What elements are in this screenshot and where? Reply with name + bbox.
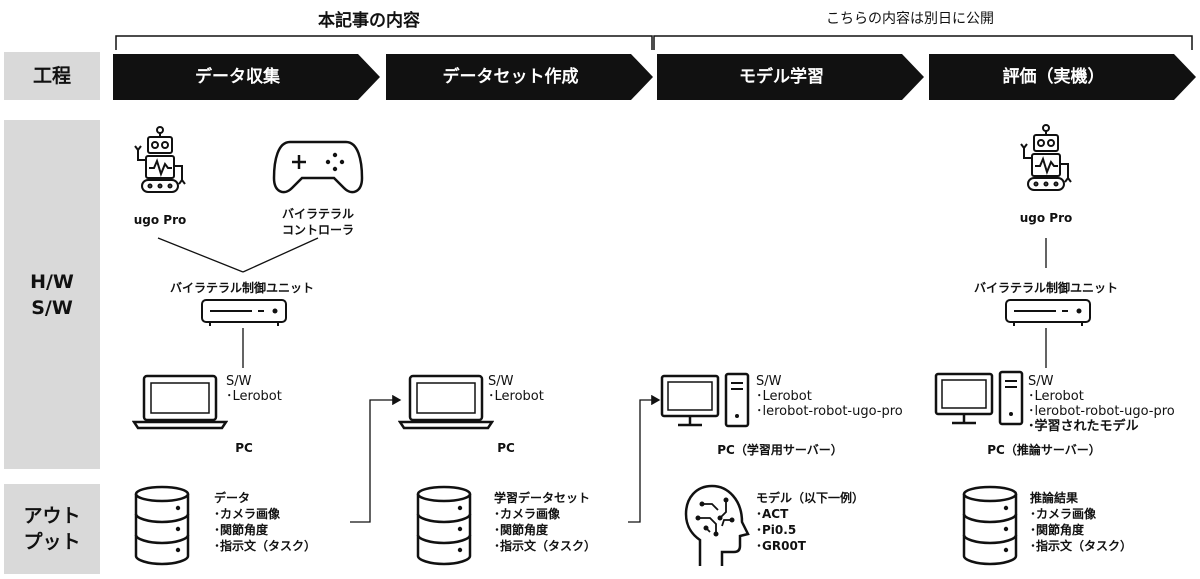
control-unit-icon	[201, 299, 287, 326]
control-unit-label: バイラテラル制御ユニット	[169, 281, 314, 295]
output-item: ･関節角度	[214, 523, 269, 537]
output-title: 推論結果	[1030, 491, 1079, 505]
output-item: ･関節角度	[494, 523, 549, 537]
sw-item-bold: ･学習されたモデル	[1028, 419, 1139, 434]
sw-item: ･Lerobot	[488, 389, 544, 404]
output-item: ･関節角度	[1030, 523, 1085, 537]
pc-label-3: PC（学習用サーバー）	[717, 443, 843, 457]
database-icon-2	[416, 485, 472, 566]
sw-block-3: S/W ･Lerobot ･lerobot-robot-ugo-pro	[756, 374, 903, 419]
header-this-article: 本記事の内容	[318, 11, 420, 31]
output-block-1: データ ･カメラ画像 ･関節角度 ･指示文（タスク）	[214, 490, 316, 554]
output-item: ･Pi0.5	[756, 523, 797, 537]
pc-label-2: PC	[497, 441, 515, 455]
output-item: ･カメラ画像	[214, 507, 281, 521]
robot-icon	[134, 126, 186, 193]
row-label-output-1: アウト	[23, 505, 81, 527]
desktop-pc-icon-2	[934, 370, 1024, 426]
sw-block-2: S/W ･Lerobot	[488, 374, 544, 404]
output-item: ･指示文（タスク）	[494, 539, 597, 553]
laptop-icon	[132, 374, 228, 430]
sw-item: ･lerobot-robot-ugo-pro	[756, 404, 903, 419]
stage-data-collection: データ収集	[113, 54, 380, 100]
output-title: データ	[214, 491, 251, 505]
database-icon	[134, 485, 190, 566]
stage-model-training: モデル学習	[657, 54, 924, 100]
ugo-pro-label: ugo Pro	[133, 213, 187, 227]
laptop-icon-2	[398, 374, 494, 430]
sw-item: ･Lerobot	[1028, 389, 1084, 404]
stage-dataset-creation: データセット作成	[386, 54, 653, 100]
output-item: ･カメラ画像	[1030, 507, 1097, 521]
output-title: モデル（以下一例）	[756, 491, 865, 505]
output-block-4: 推論結果 ･カメラ画像 ･関節角度 ･指示文（タスク）	[1030, 490, 1132, 554]
sw-title: S/W	[756, 374, 782, 389]
row-label-hw: H/W	[30, 270, 74, 293]
sw-item: ･lerobot-robot-ugo-pro	[1028, 404, 1175, 419]
header-brackets	[115, 35, 1193, 50]
output-item: ･ACT	[756, 507, 789, 521]
output-item: ･指示文（タスク）	[1030, 539, 1133, 553]
row-label-output: アウト プット	[4, 484, 100, 574]
ai-brain-head-icon	[684, 484, 750, 566]
row-label-process: 工程	[4, 52, 100, 100]
control-unit-icon-2	[1005, 299, 1091, 326]
output-title: 学習データセット	[494, 491, 591, 505]
output-block-2: 学習データセット ･カメラ画像 ･関節角度 ･指示文（タスク）	[494, 490, 596, 554]
pc-label-1: PC	[235, 441, 253, 455]
robot-icon-2	[1020, 124, 1072, 191]
desktop-pc-icon	[660, 372, 750, 428]
row-label-hw-sw: H/W S/W	[4, 120, 100, 469]
sw-title: S/W	[226, 374, 252, 389]
header-later: こちらの内容は別日に公開	[826, 11, 994, 27]
sw-item: ･Lerobot	[756, 389, 812, 404]
gamepad-icon	[272, 140, 364, 194]
control-unit-label-2: バイラテラル制御ユニット	[973, 281, 1118, 295]
row-label-output-2: プット	[23, 531, 81, 553]
stage-evaluation: 評価（実機）	[929, 54, 1196, 100]
controller-label-1: バイラテラル	[281, 207, 354, 221]
output-item: ･カメラ画像	[494, 507, 561, 521]
controller-label: バイラテラル コントローラ	[270, 206, 366, 238]
ugo-pro-label-2: ugo Pro	[1019, 211, 1073, 225]
controller-label-2: コントローラ	[281, 223, 354, 237]
pc-label-4: PC（推論サーバー）	[987, 443, 1101, 457]
row-label-sw: S/W	[31, 296, 73, 319]
output-item: ･GR00T	[756, 539, 806, 553]
sw-item: ･Lerobot	[226, 389, 282, 404]
sw-title: S/W	[1028, 374, 1054, 389]
sw-title: S/W	[488, 374, 514, 389]
output-item: ･指示文（タスク）	[214, 539, 317, 553]
sw-block-4: S/W ･Lerobot ･lerobot-robot-ugo-pro ･学習さ…	[1028, 374, 1175, 434]
database-icon-3	[962, 485, 1018, 566]
sw-block-1: S/W ･Lerobot	[226, 374, 282, 404]
output-block-3: モデル（以下一例） ･ACT ･Pi0.5 ･GR00T	[756, 490, 864, 554]
